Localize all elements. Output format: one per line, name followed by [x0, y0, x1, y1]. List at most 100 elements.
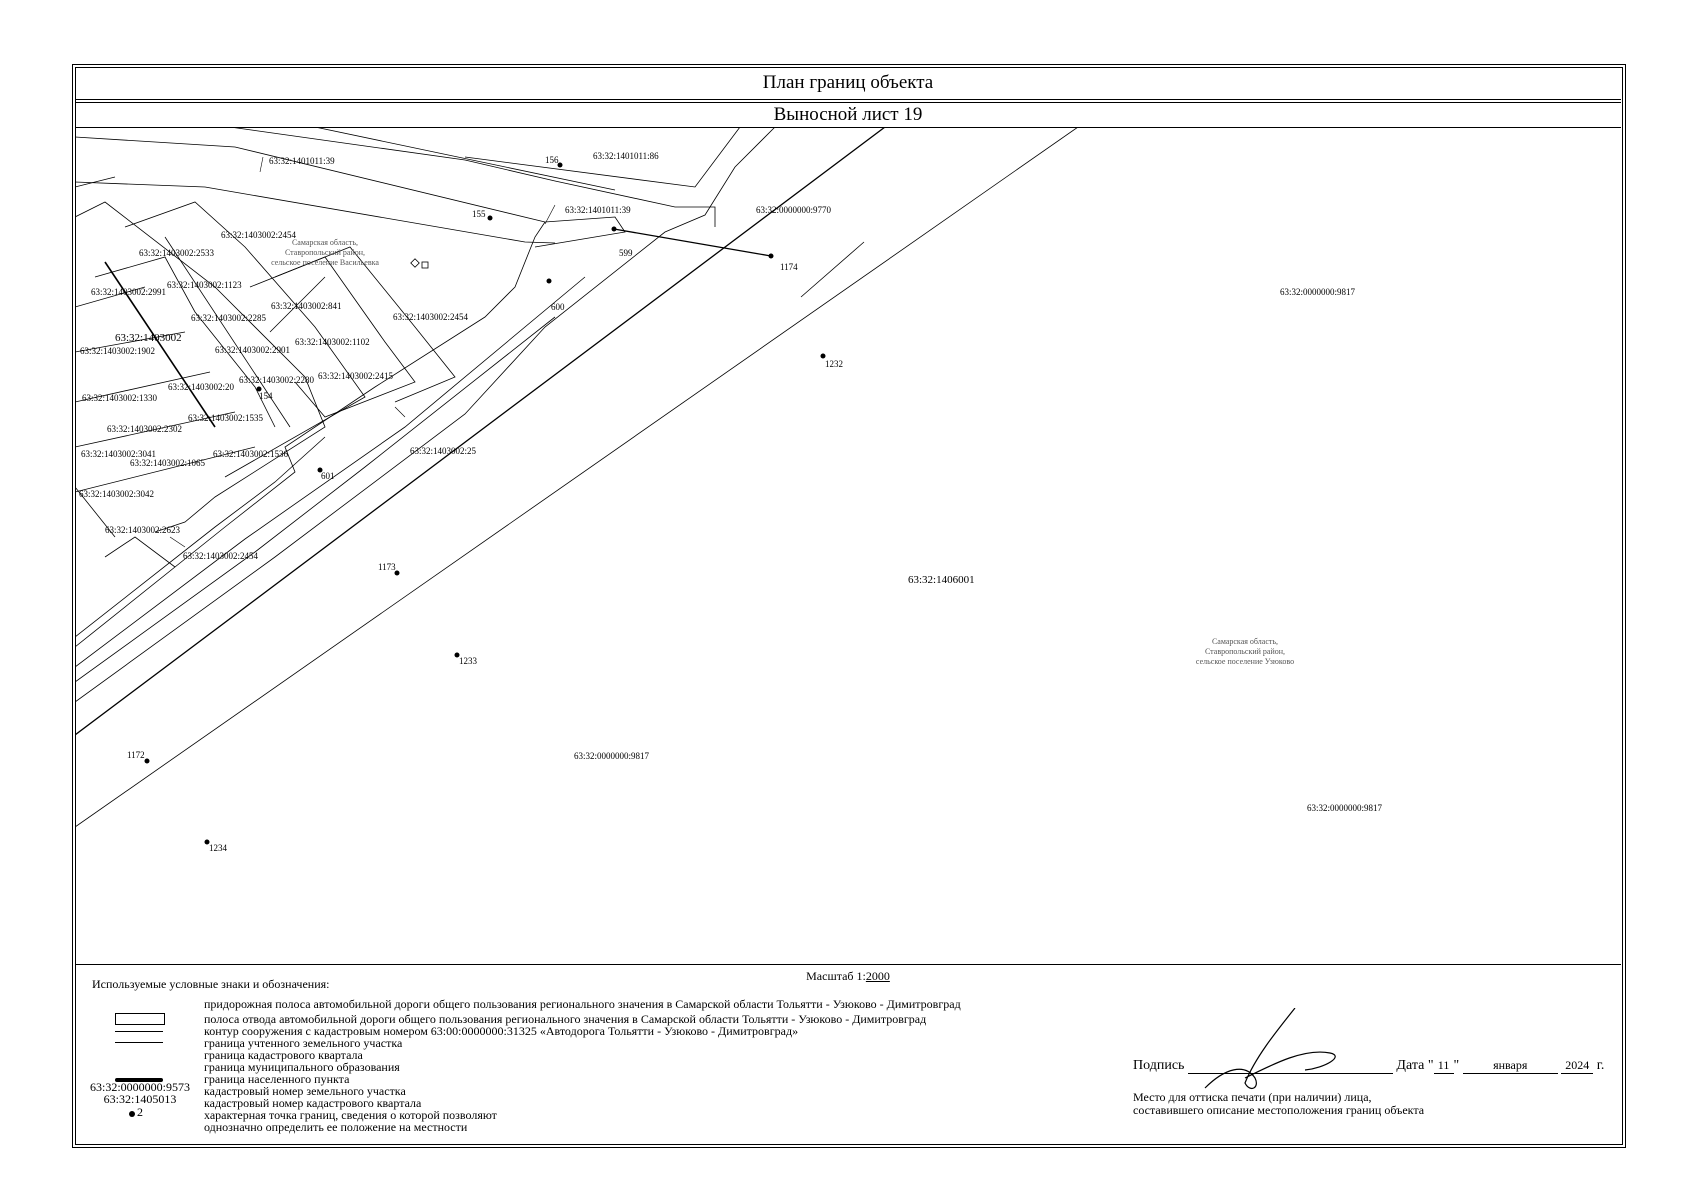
point-1234-marker [204, 839, 210, 845]
parcel-label: 63:32:1403002:1102 [295, 337, 370, 347]
parcel-boundary [269, 276, 326, 333]
parcel-label: 63:32:1403002:2285 [191, 313, 267, 323]
legend-title: Используемые условные знаки и обозначени… [92, 977, 330, 991]
map-area: 156 155 599 1174 600 1232 154 601 1173 1… [75, 127, 1621, 963]
parcel-boundary [75, 176, 116, 188]
point-154-label: 154 [259, 391, 273, 401]
parcel-label: 63:32:1403002:2623 [105, 525, 181, 535]
signature-line: Подпись Дата "11" января 2024 г. [1133, 1058, 1604, 1074]
legend-item: однозначно определить ее положение на ме… [204, 1120, 468, 1134]
parcel-label: 63:32:1403002:3042 [79, 489, 154, 499]
parcel-label: 63:32:1403002:2533 [139, 248, 215, 258]
legend-symbol-right-of-way [115, 1031, 163, 1032]
leader-line [544, 204, 556, 225]
roadside-boundary [75, 127, 776, 703]
parcel-boundary [75, 486, 116, 538]
settlement-label-line: Самарская область, [1212, 637, 1278, 646]
parcel-label: 63:32:0000000:9817 [574, 751, 650, 761]
date-label: Дата " [1396, 1058, 1434, 1073]
parcel-label: 63:32:1403002:2991 [91, 287, 166, 297]
parcel-boundary [75, 446, 256, 493]
parcel-label: 63:32:1401011:39 [565, 205, 631, 215]
parcel-boundary [75, 436, 326, 638]
quarter-label: 63:32:1406001 [908, 574, 975, 586]
signature-field [1187, 1058, 1393, 1074]
parcel-boundary [75, 181, 556, 244]
date-year: 2024 [1561, 1058, 1594, 1074]
legend-item: граница учтенного земельного участка [204, 1036, 403, 1050]
leader-line [394, 406, 406, 418]
map-drawing: 156 155 599 1174 600 1232 154 601 1173 1… [75, 127, 1383, 853]
point-601-label: 601 [321, 471, 335, 481]
parcel-label: 63:32:1401011:86 [593, 151, 659, 161]
outer-frame [72, 64, 1626, 1148]
parcel-label: 63:32:1403002:2901 [215, 345, 290, 355]
legend-example-quarter-number: 63:32:1405013 [103, 1092, 177, 1106]
point-1172-label: 1172 [127, 750, 145, 760]
roadside-boundary [75, 316, 556, 683]
parcel-label: 63:32:1403002:2454 [393, 312, 469, 322]
legend-item: граница населенного пункта [204, 1072, 350, 1086]
settlement-label-line: Самарская область, [292, 238, 358, 247]
parcel-label: 63:32:0000000:9817 [1280, 287, 1356, 297]
parcel-boundary [104, 536, 176, 568]
parcel-label: 63:32:1403002:1535 [188, 413, 264, 423]
legend-item: граница кадастрового квартала [204, 1048, 363, 1062]
page-title: План границ объекта [75, 67, 1621, 100]
stamp-note-line-1: Место для оттиска печати (при наличии) л… [1133, 1090, 1372, 1104]
parcel-label: 63:32:1401011:39 [269, 156, 335, 166]
point-1232-label: 1232 [825, 359, 843, 369]
legend-symbol-settlement-boundary [115, 1078, 163, 1082]
settlement-label-line: Ставропольский район, [1205, 647, 1285, 656]
parcel-boundary [75, 221, 546, 648]
legend-symbol-structure-contour [115, 1042, 163, 1043]
point-599-label: 599 [619, 248, 633, 258]
point-1233-label: 1233 [459, 656, 478, 666]
legend-item: характерная точка границ, сведения о кот… [204, 1108, 497, 1122]
leader-line [169, 536, 186, 548]
inner-frame [75, 67, 1623, 1145]
point-1232-marker [820, 353, 826, 359]
parcel-boundary [314, 127, 616, 191]
parcel-label: 63:32:1403002:1536 [213, 449, 289, 459]
building-marker [410, 258, 420, 268]
roadside-boundary [75, 276, 586, 668]
legend-item: граница муниципального образования [204, 1060, 400, 1074]
parcel-label: 63:32:1403002:20 [168, 382, 235, 392]
leader-line [259, 156, 264, 173]
point-600-label: 600 [551, 302, 565, 312]
settlement-label-line: сельское поселение Узюково [1196, 657, 1294, 666]
parcel-boundary [75, 371, 211, 403]
settlement-label-line: сельское поселение Васильевка [271, 258, 379, 267]
parcel-label: 63:32:1403002:2280 [239, 375, 315, 385]
legend-item: контур сооружения с кадастровым номером … [204, 1024, 799, 1038]
parcel-label: 63:32:1403002:1065 [130, 458, 206, 468]
parcel-boundary [229, 127, 716, 227]
legend-item: полоса отвода автомобильной дороги общег… [204, 1012, 927, 1026]
stamp-note-line-2: составившего описание местоположения гра… [1133, 1103, 1425, 1117]
parcel-boundary [75, 286, 146, 308]
road-boundary-line [75, 127, 1079, 828]
sheet-title: Выносной лист 19 [75, 102, 1621, 128]
parcel-label: 63:32:1403002:2454 [221, 230, 297, 240]
parcel-block [274, 246, 456, 403]
parcel-label: 63:32:1403002:2454 [183, 551, 259, 561]
parcel-label: 63:32:1403002:25 [410, 446, 477, 456]
point-1174-label: 1174 [780, 262, 798, 272]
point-1234-label: 1234 [209, 843, 228, 853]
point-601-marker [317, 467, 323, 473]
date-month: января [1462, 1058, 1558, 1074]
legend-item: кадастровый номер земельного участка [204, 1084, 406, 1098]
parcel-label: 63:32:0000000:9770 [756, 205, 832, 215]
parcel-label: 63:32:1403002:1123 [167, 280, 242, 290]
parcel-label: 63:32:1403002:1330 [82, 393, 158, 403]
point-156-marker [557, 162, 563, 168]
parcel-boundary [75, 136, 626, 248]
point-1233-marker [454, 652, 460, 658]
parcel-boundary [164, 236, 291, 428]
point-600-marker [546, 278, 552, 284]
point-599-marker [611, 226, 617, 232]
parcel-label: 63:32:1403002:841 [271, 301, 342, 311]
date-quote: " [1453, 1058, 1460, 1073]
legend-example-point: 2 [137, 1105, 143, 1119]
